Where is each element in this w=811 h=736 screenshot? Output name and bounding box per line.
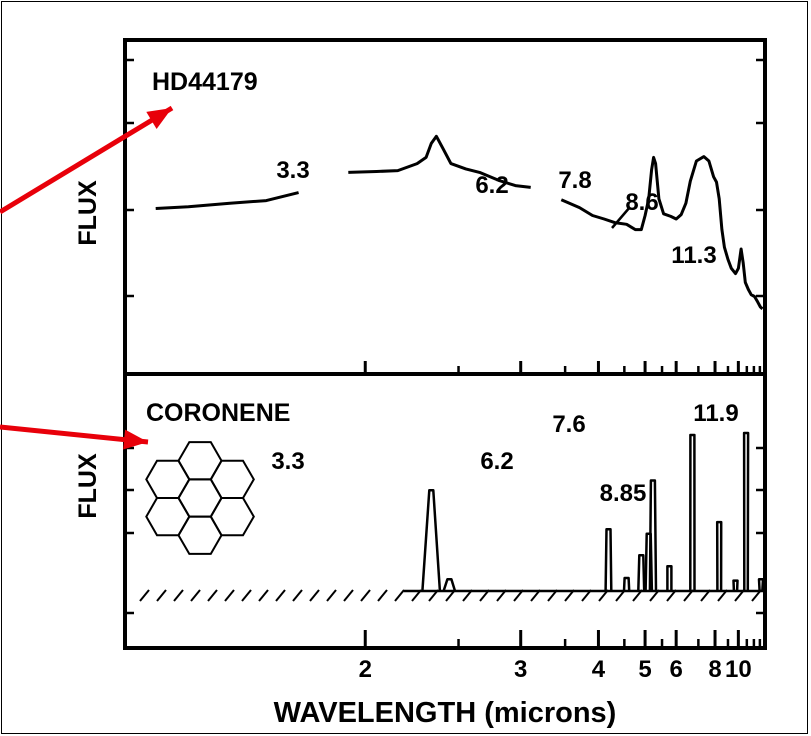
bottom-peak-label: 3.3 (271, 448, 304, 475)
hatch-mark (292, 589, 303, 602)
x-tick-label: 5 (638, 656, 651, 683)
hexagon-ring (209, 459, 255, 499)
hatch-mark (156, 589, 167, 602)
hatch-mark (224, 589, 235, 602)
hatch-mark (734, 589, 745, 602)
bottom-ylabel: FLUX (74, 453, 102, 519)
bottom-series (403, 431, 765, 593)
hatch-mark (700, 589, 711, 602)
hatch-mark (343, 589, 354, 602)
hexagon-ring (209, 497, 255, 537)
bottom-panel-frame (123, 372, 767, 650)
hexagon-ring (145, 459, 191, 499)
coronene-peak (622, 576, 631, 592)
red-arrow-shaft (0, 105, 174, 215)
hatch-mark (275, 589, 286, 602)
coronene-peak (442, 578, 457, 592)
top-peak-label: 3.3 (276, 157, 309, 184)
hatch-mark (496, 589, 507, 602)
top-panel-ticks (125, 58, 765, 374)
coronene-peak (648, 479, 658, 592)
bottom-peak-label: 6.2 (480, 448, 513, 475)
hatch-mark (309, 589, 320, 602)
hatch-mark (632, 589, 643, 602)
coronene-peak (637, 554, 646, 592)
hatch-mark (190, 589, 201, 602)
bottom-panel-label: CORONENE (146, 399, 290, 427)
label-leader-line (611, 206, 631, 229)
coronene-peak (689, 433, 696, 592)
coronene-peak (757, 578, 765, 592)
top-spectrum-segment (155, 191, 299, 210)
hatch-mark (139, 589, 150, 602)
red-arrowhead (146, 108, 172, 129)
x-tick-label: 6 (669, 656, 682, 683)
hatch-mark (411, 589, 422, 602)
coronene-peak (732, 579, 739, 592)
hatch-mark (479, 589, 490, 602)
hatch-mark (360, 589, 371, 602)
red-arrow-shaft (0, 424, 149, 445)
hatch-mark (547, 589, 558, 602)
x-tick-label: 8 (708, 656, 721, 683)
hatch-mark (598, 589, 609, 602)
x-tick-label: 10 (725, 656, 752, 683)
x-tick-label: 3 (514, 656, 527, 683)
red-arrowhead (123, 429, 148, 450)
bottom-peak-label: 7.6 (552, 411, 585, 438)
coronene-peak (715, 520, 723, 592)
hatch-mark (649, 589, 660, 602)
hatch-mark (462, 589, 473, 602)
hatch-mark (428, 589, 439, 602)
hatch-mark (377, 589, 388, 602)
x-tick-label: 2 (359, 656, 372, 683)
top-ylabel: FLUX (74, 180, 102, 246)
x-axis-label: WAVELENGTH (microns) (274, 697, 617, 729)
hatch-mark (258, 589, 269, 602)
hatch-mark (717, 589, 728, 602)
top-panel-label: HD44179 (152, 68, 258, 96)
hatch-mark (394, 589, 405, 602)
hatch-mark (530, 589, 541, 602)
hatch-mark (751, 589, 762, 602)
top-series (155, 134, 764, 310)
hatch-mark (173, 589, 184, 602)
hatch-mark (326, 589, 337, 602)
hatch-mark (241, 589, 252, 602)
bottom-peak-label: 11.9 (693, 400, 738, 427)
bottom-baseline-hatch (139, 589, 762, 602)
top-peak-label: 8.6 (625, 189, 658, 216)
bottom-panel-ticks (125, 446, 765, 648)
top-peak-label: 6.2 (475, 172, 508, 199)
x-tick-label: 4 (592, 656, 606, 683)
pointer-arrows (0, 105, 174, 450)
top-spectrum-segment (560, 155, 764, 310)
hatch-mark (445, 589, 456, 602)
coronene-peak (666, 565, 673, 591)
hatch-mark (683, 589, 694, 602)
coronene-peak (742, 431, 750, 592)
top-peak-label: 11.3 (671, 242, 716, 269)
hatch-mark (666, 589, 677, 602)
peak-annotations: 3.3 6.2 7.8 8.6 11.3 3.3 6.2 7.6 8.85 11.9 (271, 157, 738, 507)
top-spectrum-segment (348, 134, 531, 189)
hexagon-ring (145, 497, 191, 537)
coronene-peak (421, 489, 442, 592)
coronene-peak (604, 528, 613, 592)
top-peak-label: 7.8 (558, 167, 591, 194)
hatch-mark (615, 589, 626, 602)
hatch-mark (207, 589, 218, 602)
hatch-mark (513, 589, 524, 602)
hatch-mark (564, 589, 575, 602)
bottom-peak-label: 8.85 (600, 480, 647, 507)
coronene-molecule-icon (145, 441, 255, 555)
hatch-mark (581, 589, 592, 602)
